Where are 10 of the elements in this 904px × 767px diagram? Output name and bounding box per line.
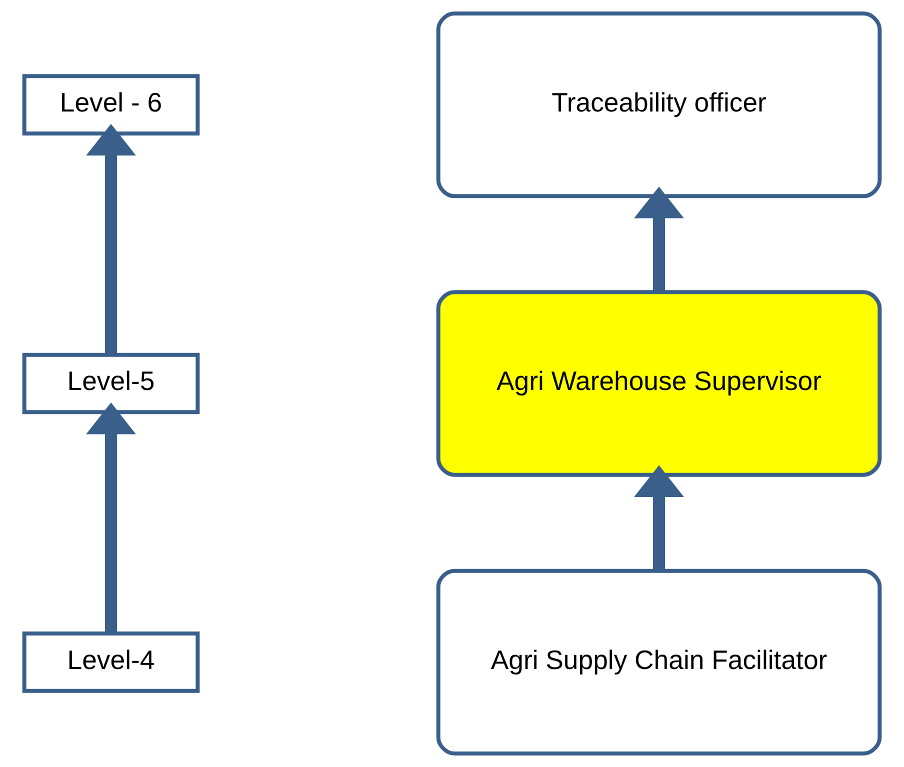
node-box: Level-5	[22, 352, 200, 414]
arrow	[634, 465, 684, 570]
node-box: Agri Warehouse Supervisor	[436, 290, 882, 477]
arrow	[86, 124, 136, 355]
node-box: Traceability officer	[436, 12, 882, 198]
arrow	[86, 402, 136, 634]
node-box: Level - 6	[22, 74, 200, 136]
node-box: Agri Supply Chain Facilitator	[436, 568, 882, 756]
arrow	[634, 186, 684, 292]
node-box: Level-4	[22, 632, 200, 693]
